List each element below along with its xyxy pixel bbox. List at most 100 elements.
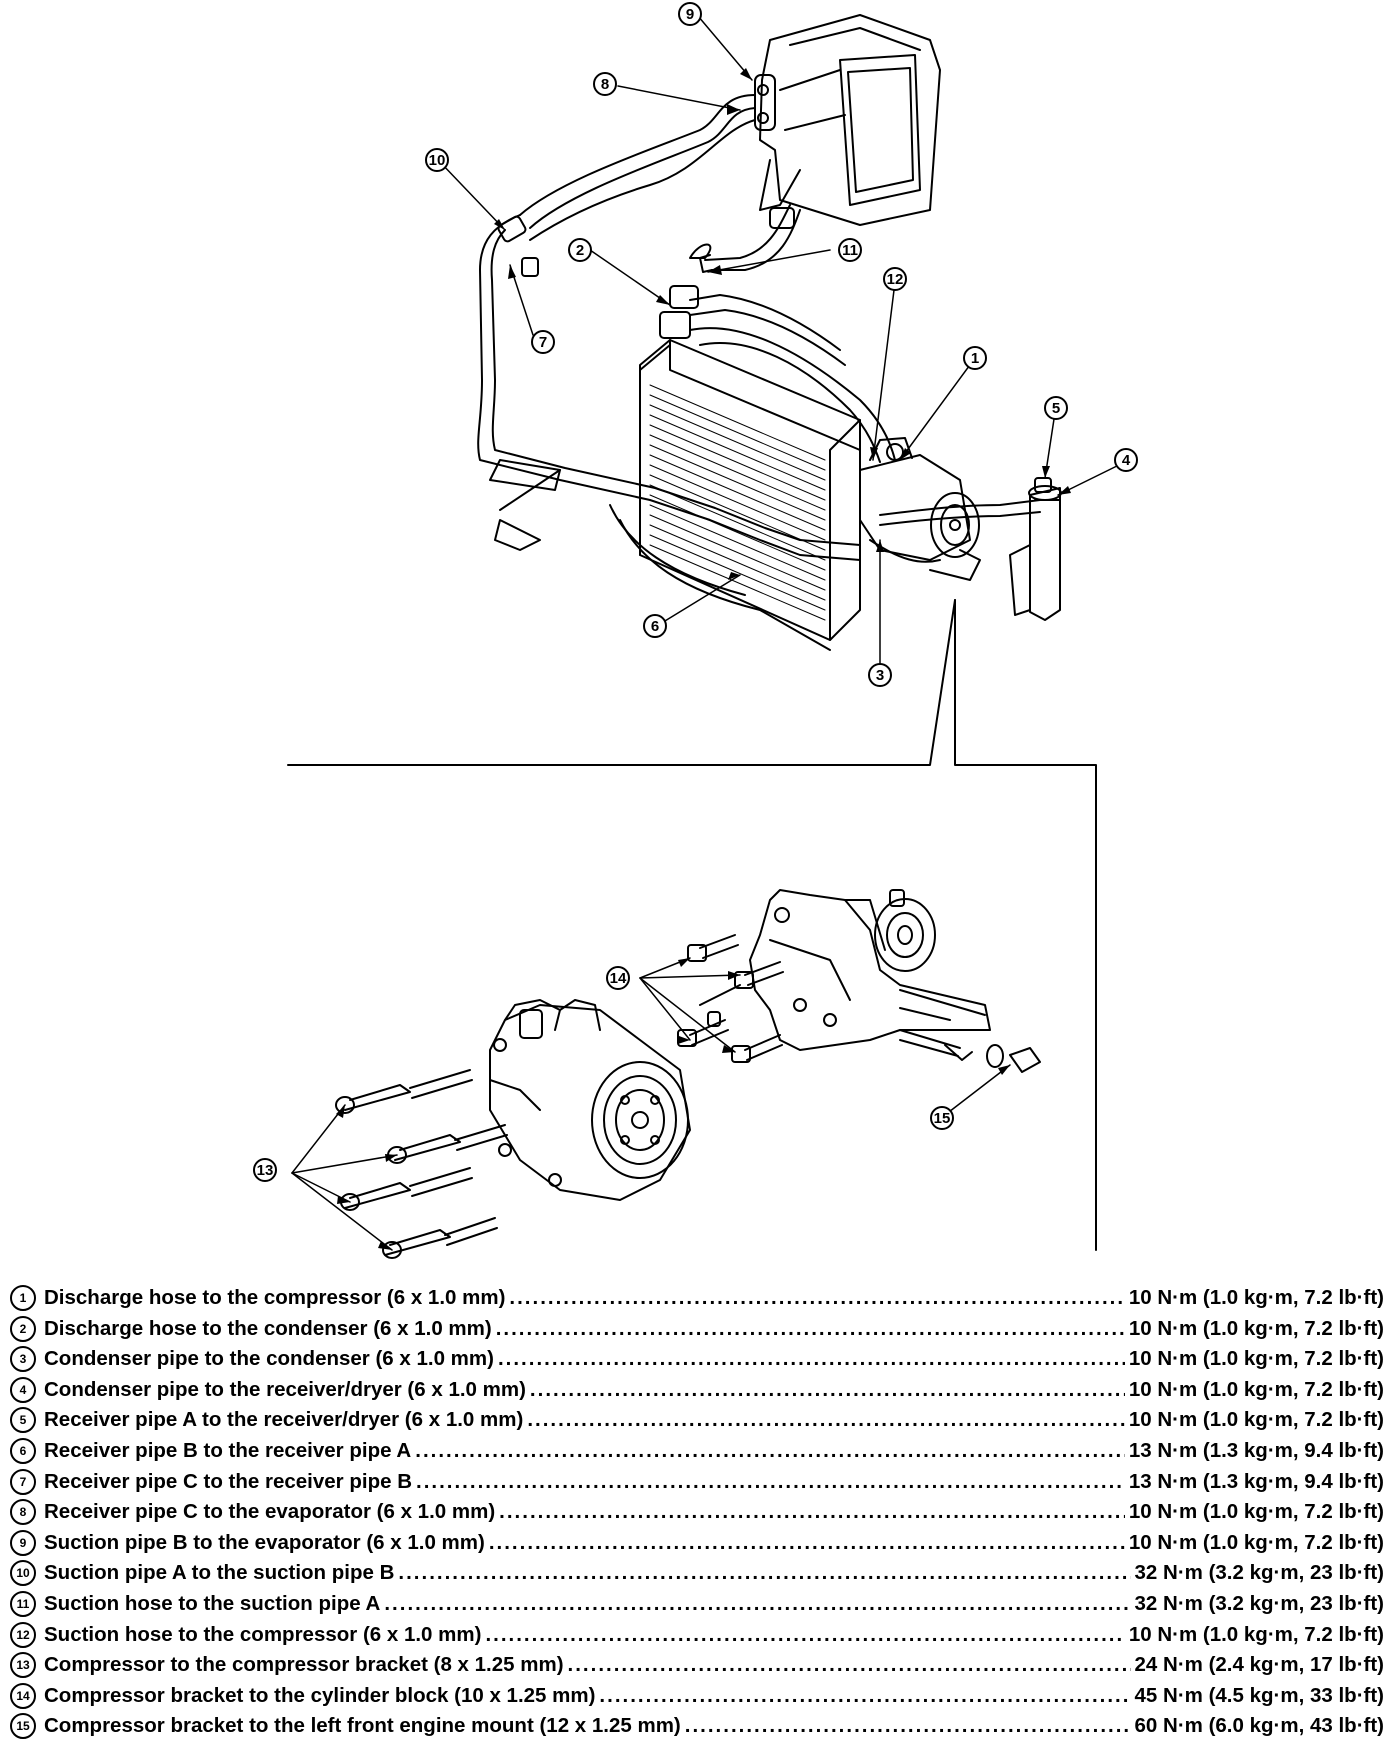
callout-2: 2 xyxy=(568,238,592,262)
spec-connection-label: Suction hose to the compressor (6 x 1.0 … xyxy=(44,1622,482,1646)
condenser-mount-bracket xyxy=(494,519,541,551)
compressor-bracket xyxy=(749,889,991,1051)
spec-torque-value: 10 N·m (1.0 kg·m, 7.2 lb·ft) xyxy=(1128,1377,1384,1401)
spec-number-badge: 2 xyxy=(10,1315,36,1342)
spec-connection-label: Receiver pipe A to the receiver/dryer (6… xyxy=(44,1408,524,1432)
spec-number-badge: 6 xyxy=(10,1437,36,1464)
dot-leader xyxy=(530,1378,1125,1402)
dot-leader xyxy=(398,1561,1130,1585)
dot-leader xyxy=(527,1408,1125,1432)
torque-spec-row: 2 Discharge hose to the condenser (6 x 1.… xyxy=(0,1315,1392,1348)
dot-leader xyxy=(489,1531,1125,1555)
spec-connection-label: Compressor bracket to the left front eng… xyxy=(44,1714,681,1738)
discharge-hose xyxy=(659,285,896,463)
leader-arrowheads xyxy=(336,68,1071,1250)
dot-leader xyxy=(415,1439,1125,1463)
callout-number: 8 xyxy=(601,76,609,93)
torque-spec-row: 5 Receiver pipe A to the receiver/dryer (… xyxy=(0,1407,1392,1439)
callout-number: 7 xyxy=(539,334,547,351)
callout-number: 3 xyxy=(876,667,884,684)
callout-number: 6 xyxy=(651,618,659,635)
spec-connection-label: Compressor to the compressor bracket (8 … xyxy=(44,1653,564,1677)
spec-connection-label: Receiver pipe C to the evaporator (6 x 1… xyxy=(44,1500,496,1524)
callout-number: 9 xyxy=(686,6,694,23)
spec-connection-label: Suction hose to the suction pipe A xyxy=(44,1591,381,1615)
spec-torque-value: 24 N·m (2.4 kg·m, 17 lb·ft) xyxy=(1134,1653,1384,1677)
spec-torque-value: 10 N·m (1.0 kg·m, 7.2 lb·ft) xyxy=(1128,1622,1384,1646)
spec-torque-value: 10 N·m (1.0 kg·m, 7.2 lb·ft) xyxy=(1128,1408,1384,1432)
spec-number-badge: 15 xyxy=(10,1713,36,1740)
spec-connection-label: Discharge hose to the condenser (6 x 1.0… xyxy=(44,1316,492,1340)
dot-leader xyxy=(485,1623,1124,1647)
spec-connection-label: Condenser pipe to the condenser (6 x 1.0… xyxy=(44,1347,494,1371)
spec-number-badge: 4 xyxy=(10,1376,36,1403)
callout-14: 14 xyxy=(606,966,630,990)
torque-spec-row: 6 Receiver pipe B to the receiver pipe A 1… xyxy=(0,1437,1392,1470)
dot-leader xyxy=(685,1714,1131,1738)
callout-9: 9 xyxy=(678,2,702,26)
dot-leader xyxy=(509,1286,1124,1310)
callout-13: 13 xyxy=(253,1158,277,1182)
spec-number-badge: 5 xyxy=(10,1407,36,1434)
callout-3: 3 xyxy=(868,663,892,687)
spec-connection-label: Suction pipe A to the suction pipe B xyxy=(44,1561,395,1585)
spec-torque-value: 10 N·m (1.0 kg·m, 7.2 lb·ft) xyxy=(1128,1500,1384,1524)
compressor-detail xyxy=(489,999,691,1201)
spec-number-badge: 13 xyxy=(10,1652,36,1679)
callout-12: 12 xyxy=(883,267,907,291)
torque-spec-row: 13 Compressor to the compressor bracket (… xyxy=(0,1652,1392,1684)
callout-11: 11 xyxy=(838,238,862,262)
spec-connection-label: Compressor bracket to the cylinder block… xyxy=(44,1683,596,1707)
callout-number: 10 xyxy=(429,152,446,169)
condenser-pipe xyxy=(869,499,1041,563)
compressor-installed xyxy=(859,437,981,581)
callout-7: 7 xyxy=(531,330,555,354)
spec-number-badge: 12 xyxy=(10,1621,36,1648)
spec-torque-value: 32 N·m (3.2 kg·m, 23 lb·ft) xyxy=(1134,1591,1384,1615)
spec-number-badge: 3 xyxy=(10,1346,36,1373)
callout-4: 4 xyxy=(1114,448,1138,472)
callout-number: 12 xyxy=(887,271,904,288)
callout-number: 14 xyxy=(610,970,627,987)
spec-number-badge: 14 xyxy=(10,1682,36,1709)
spec-torque-value: 45 N·m (4.5 kg·m, 33 lb·ft) xyxy=(1134,1683,1384,1707)
bracket-mount-bolt xyxy=(899,1029,1041,1073)
dot-leader xyxy=(496,1317,1125,1341)
spec-torque-value: 13 N·m (1.3 kg·m, 9.4 lb·ft) xyxy=(1128,1438,1384,1462)
callout-1: 1 xyxy=(963,346,987,370)
spec-torque-value: 10 N·m (1.0 kg·m, 7.2 lb·ft) xyxy=(1128,1316,1384,1340)
dot-leader xyxy=(498,1347,1125,1371)
idler-pulley xyxy=(874,898,936,972)
callout-6: 6 xyxy=(643,614,667,638)
bracket-bolts xyxy=(677,934,784,1063)
spec-torque-value: 60 N·m (6.0 kg·m, 43 lb·ft) xyxy=(1134,1714,1384,1738)
torque-spec-row: 15 Compressor bracket to the left front e… xyxy=(0,1713,1392,1745)
callout-number: 11 xyxy=(842,242,858,259)
spec-number-badge: 9 xyxy=(10,1529,36,1556)
torque-spec-row: 11 Suction hose to the suction pipe A 32 N… xyxy=(0,1590,1392,1623)
spec-number-badge: 11 xyxy=(10,1590,36,1617)
suction-pipe-a xyxy=(477,214,861,561)
spec-number-badge: 8 xyxy=(10,1499,36,1526)
spec-torque-value: 10 N·m (1.0 kg·m, 7.2 lb·ft) xyxy=(1128,1347,1384,1371)
spec-number-badge: 10 xyxy=(10,1560,36,1587)
callout-number: 1 xyxy=(971,350,979,367)
spec-torque-value: 13 N·m (1.3 kg·m, 9.4 lb·ft) xyxy=(1128,1469,1384,1493)
torque-spec-row: 14 Compressor bracket to the cylinder blo… xyxy=(0,1682,1392,1715)
spec-connection-label: Receiver pipe B to the receiver pipe A xyxy=(44,1438,412,1462)
spec-number-badge: 1 xyxy=(10,1285,36,1311)
spec-connection-label: Suction pipe B to the evaporator (6 x 1.… xyxy=(44,1530,485,1554)
condenser xyxy=(609,339,861,651)
spec-connection-label: Receiver pipe C to the receiver pipe B xyxy=(44,1469,412,1493)
torque-spec-row: 9 Suction pipe B to the evaporator (6 x 1… xyxy=(0,1529,1392,1562)
spec-torque-value: 10 N·m (1.0 kg·m, 7.2 lb·ft) xyxy=(1128,1286,1384,1309)
callout-5: 5 xyxy=(1044,396,1068,420)
compressor-bolts xyxy=(335,1069,508,1259)
torque-spec-row: 8 Receiver pipe C to the evaporator (6 x … xyxy=(0,1499,1392,1531)
spec-torque-value: 32 N·m (3.2 kg·m, 23 lb·ft) xyxy=(1134,1561,1384,1585)
detail-frame-lines xyxy=(287,599,1097,1251)
dot-leader xyxy=(384,1592,1130,1616)
dot-leader xyxy=(499,1500,1125,1524)
